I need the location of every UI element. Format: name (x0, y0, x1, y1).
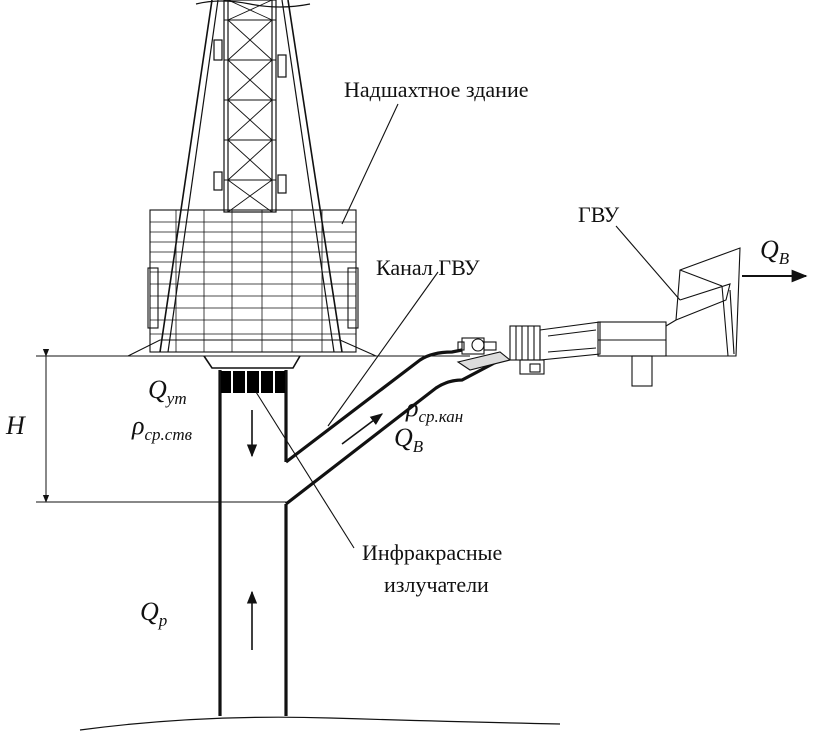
infrared-emitters (221, 371, 285, 393)
q-ut-symbol: Qут (148, 375, 187, 408)
gvu-label: ГВУ (578, 202, 620, 227)
height-label: H (5, 411, 26, 440)
headframe-building (127, 209, 377, 357)
mine-shaft (203, 355, 301, 716)
rho-kan-symbol: ρср.кан (405, 393, 463, 426)
flow-arrows (246, 269, 808, 650)
ground-line (79, 716, 561, 731)
channel-label: Канал ГВУ (376, 255, 480, 280)
leader-lines (255, 103, 681, 549)
rho-stv-symbol: ρср.ств (131, 411, 193, 444)
gvu-fan-unit (456, 247, 741, 387)
headframe-tower (159, 0, 343, 353)
q-b-out-symbol: QВ (760, 235, 790, 268)
gvu-channel (285, 348, 501, 506)
q-b-channel-symbol: QВ (394, 423, 424, 456)
reference-lines (36, 348, 470, 503)
q-p-symbol: Qр (140, 597, 167, 630)
channel-flow-arrow (341, 413, 384, 445)
building-label: Надшахтное здание (344, 77, 529, 102)
emitters-label-line1: Инфракрасные (362, 540, 502, 565)
emitters-label-line2: излучатели (384, 572, 489, 597)
